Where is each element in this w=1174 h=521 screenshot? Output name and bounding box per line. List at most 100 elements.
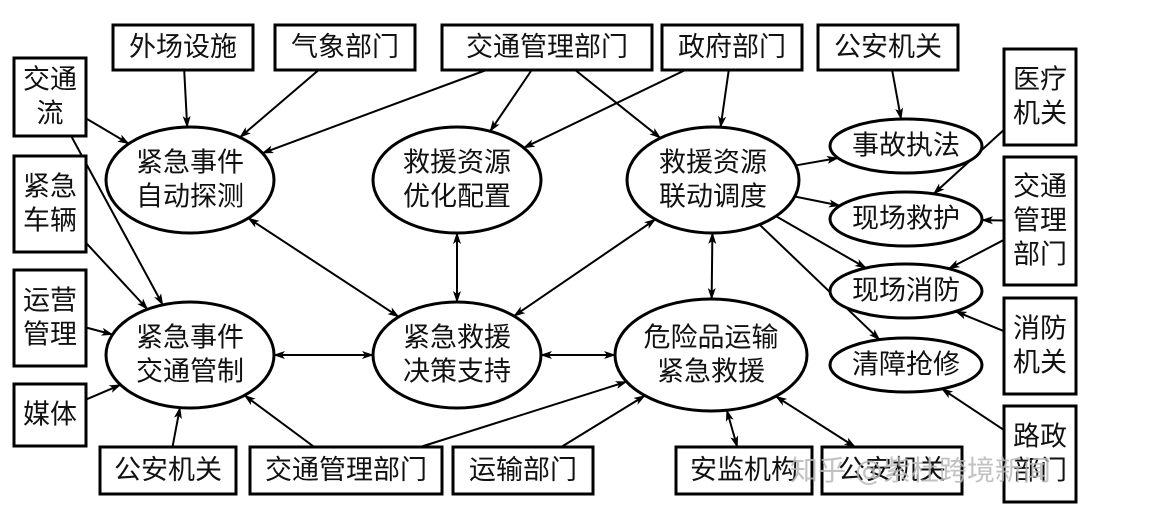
node-label: 现场消防 [852, 276, 960, 307]
node-label: 紧急救援 [403, 323, 511, 354]
node-label: 政府部门 [678, 32, 786, 63]
node-label: 部门 [1013, 456, 1067, 487]
edge-box-luzheng-to-ell-qiangxiu [941, 387, 1005, 431]
edge-box-meiti-to-ell-guanzhi [85, 383, 122, 401]
entity-box [12, 268, 88, 368]
watermark: 知乎 @紫杜跨境新闻 [790, 454, 1051, 487]
node-label: 公安机关 [834, 32, 942, 63]
node-label: 交通 [23, 65, 77, 96]
node-box-jiaotong-bottom: 交通管理部门 [248, 445, 444, 496]
node-label: 气象部门 [291, 32, 399, 63]
edge-box-gongan-bottom-to-ell-guanzhi [171, 406, 182, 448]
edge-box-zhengfu-to-ell-youhua [522, 69, 686, 149]
entity-box [820, 445, 964, 496]
process-ellipse [828, 262, 984, 320]
edges-layer [70, 69, 1005, 448]
entity-box [674, 445, 814, 496]
entity-box [816, 23, 960, 72]
process-ellipse [371, 125, 543, 235]
entity-box [248, 445, 444, 496]
entity-box [1002, 296, 1078, 396]
edge-ell-tance-to-ell-juece [247, 217, 400, 318]
process-ellipse [625, 125, 801, 235]
process-ellipse [828, 117, 984, 175]
node-label: 机关 [1013, 348, 1067, 379]
edge-ell-liandong-to-ell-zhifa [795, 155, 839, 167]
node-label: 部门 [1013, 240, 1067, 271]
edge-box-qixiang-to-ell-tance [239, 69, 320, 139]
edge-ell-liandong-to-ell-juece [513, 218, 657, 317]
entity-box [98, 445, 238, 496]
node-label: 紧急事件 [136, 323, 244, 354]
entity-box [660, 23, 804, 72]
process-ellipse [613, 297, 809, 413]
process-ellipse [828, 336, 984, 394]
node-label: 管理 [1013, 206, 1067, 237]
node-box-anjian: 安监机构 [674, 445, 814, 496]
process-ellipse [104, 125, 276, 235]
edge-box-jiaotong-top-to-ell-tance [261, 69, 487, 155]
edge-box-jiaotong-bottom-to-ell-weixianpin [419, 380, 628, 448]
node-label: 安监机构 [690, 455, 798, 486]
node-label: 事故执法 [852, 131, 960, 162]
entity-box [1002, 155, 1078, 287]
entity-box [12, 56, 88, 138]
edge-box-yunshu-to-ell-weixianpin [560, 394, 646, 448]
edge-box-jiaotong-bottom-to-ell-guanzhi [243, 394, 315, 448]
edge-ell-liandong-to-ell-weixianpin [707, 231, 717, 301]
node-label: 消防 [1013, 314, 1067, 345]
edge-box-zhengfu-to-ell-liandong [718, 69, 730, 129]
edge-box-gongan-top-to-ell-zhifa [891, 69, 904, 121]
entity-box [440, 23, 654, 72]
edge-box-xiaofang-to-ell-xiaofang [954, 310, 1005, 333]
node-label: 外场设施 [129, 32, 237, 63]
node-box-meiti: 媒体 [12, 382, 88, 448]
node-box-jiaotong-top: 交通管理部门 [440, 23, 654, 72]
node-box-qixiang: 气象部门 [273, 23, 417, 72]
node-label: 交通管理部门 [265, 455, 427, 486]
node-ell-qiangxiu: 清障抢修 [828, 336, 984, 394]
node-label: 自动探测 [136, 182, 244, 213]
node-label: 交通 [1013, 172, 1067, 203]
node-box-jiaotong-right: 交通管理部门 [1002, 155, 1078, 287]
process-ellipse [828, 190, 984, 248]
node-label: 现场救护 [852, 204, 960, 235]
node-label: 紧急事件 [136, 148, 244, 179]
edge-box-jiaotong-top-to-ell-liandong [574, 69, 662, 139]
entity-box [12, 382, 88, 448]
process-ellipse [371, 300, 543, 410]
node-box-jiaotongliu: 交通流 [12, 56, 88, 138]
node-label: 紧急救援 [657, 357, 765, 388]
node-ell-jiuhu: 现场救护 [828, 190, 984, 248]
entity-box [451, 445, 595, 496]
node-ell-zhifa: 事故执法 [828, 117, 984, 175]
node-label: 流 [37, 99, 64, 130]
node-label: 管理 [23, 320, 77, 351]
node-label: 救援资源 [659, 148, 767, 179]
edge-box-gongan-bottom2-to-ell-weixianpin [774, 395, 857, 448]
nodes-layer: 外场设施气象部门交通管理部门政府部门公安机关交通流紧急车辆运营管理媒体公安机关交… [12, 23, 1078, 504]
edge-box-anjian-to-ell-weixianpin [725, 409, 739, 448]
node-label: 路政 [1013, 422, 1067, 453]
edge-ell-liandong-to-ell-qiangxiu [758, 223, 881, 341]
edge-box-jiaotong-top-to-ell-youhua [489, 69, 533, 133]
edge-box-jiaotong-right-to-ell-xiaofang [947, 238, 1005, 270]
node-label: 运营 [23, 286, 77, 317]
node-label: 危险品运输 [644, 323, 779, 354]
node-box-waichang: 外场设施 [111, 23, 255, 72]
edge-box-waichang-to-ell-tance [182, 69, 191, 129]
node-label: 救援资源 [403, 148, 511, 179]
node-label: 医疗 [1013, 65, 1067, 96]
edge-box-jinjicheliang-to-ell-guanzhi [85, 242, 149, 310]
node-box-zhengfu: 政府部门 [660, 23, 804, 72]
process-ellipse [104, 300, 276, 410]
node-label: 交通管制 [136, 357, 244, 388]
